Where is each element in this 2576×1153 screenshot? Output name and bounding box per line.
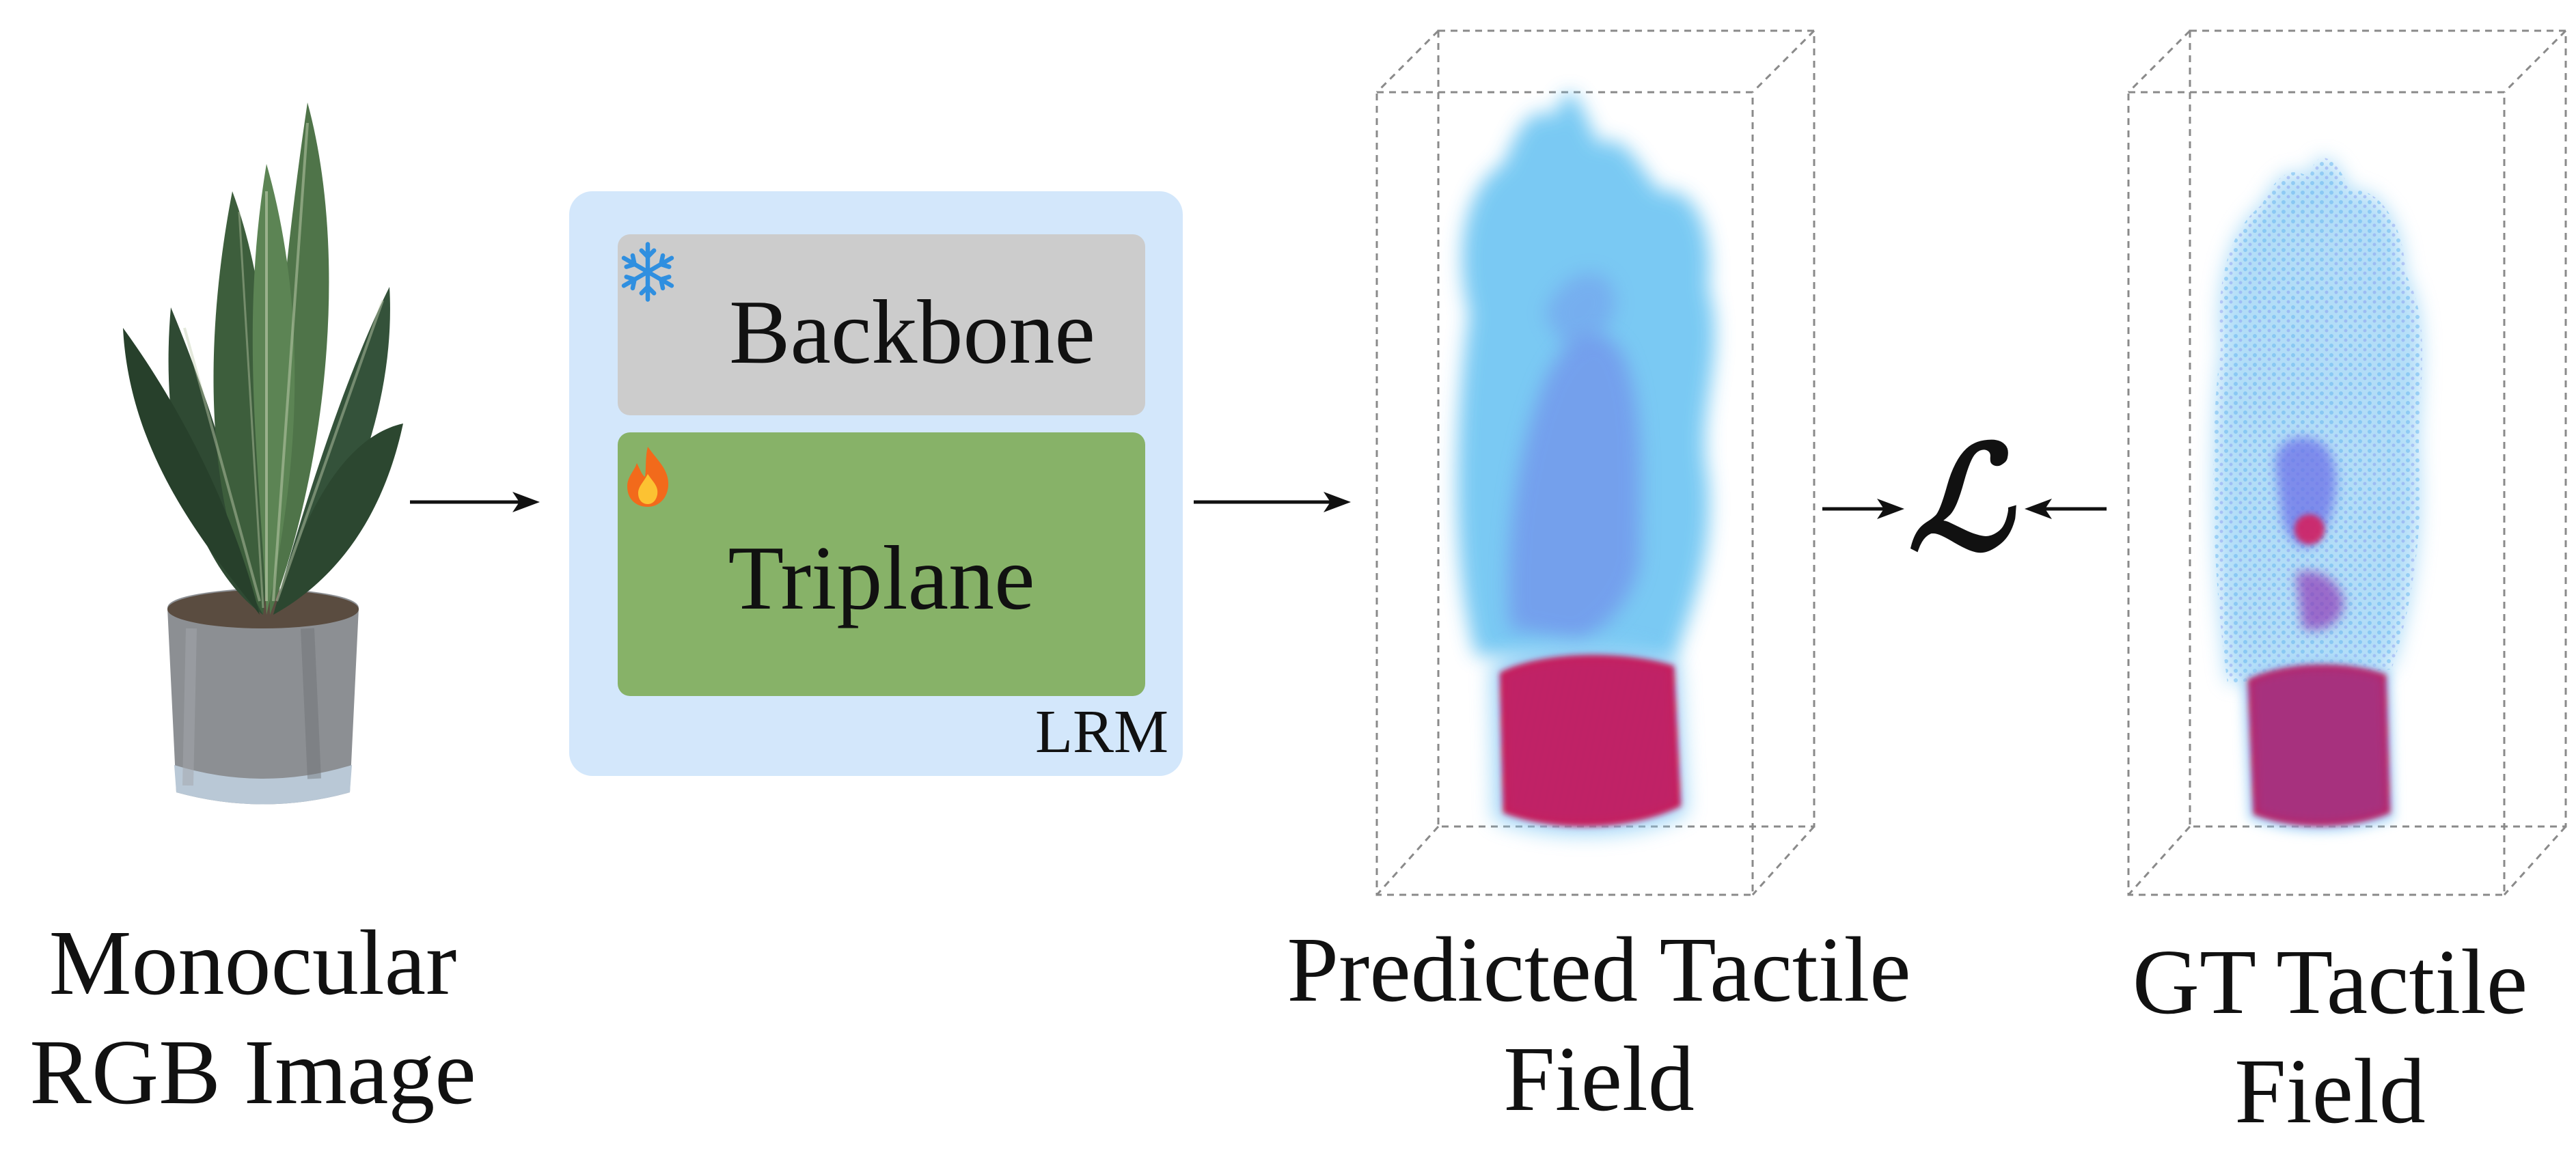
gt-tactile-field: [2127, 29, 2567, 896]
predicted-tactile-field: [1375, 29, 1815, 896]
arrow-prediction-to-loss: [1822, 499, 1904, 519]
gt-caption-line1: GT Tactile: [2132, 931, 2528, 1033]
predicted-caption-line1: Predicted Tactile: [1287, 919, 1911, 1021]
backbone-label: Backbone: [729, 281, 1095, 383]
arrow-input-to-lrm: [410, 492, 540, 512]
leaves: [123, 102, 403, 615]
gt-foliage-cloud: [2213, 158, 2422, 683]
input-caption-line2: RGB Image: [29, 1021, 476, 1124]
triplane-label: Triplane: [728, 527, 1035, 628]
bounding-box: [2127, 29, 2567, 896]
lrm-label: LRM: [1034, 698, 1168, 766]
arrow-gt-to-loss: [2025, 499, 2107, 519]
backbone-block: Backbone: [618, 234, 1145, 415]
arrow-lrm-to-prediction: [1194, 492, 1351, 512]
gt-pot-field: [2241, 658, 2395, 833]
gt-caption-line2: Field: [2234, 1040, 2426, 1143]
predicted-pot-field: [1490, 641, 1688, 836]
fire-icon: [627, 447, 669, 507]
predicted-caption: Predicted Tactile Field: [1257, 915, 1941, 1134]
pot: [167, 587, 359, 805]
snowflake-icon: [621, 242, 674, 302]
predicted-foliage-cloud: [1457, 92, 1715, 663]
gt-caption: GT Tactile Field: [2091, 928, 2569, 1146]
input-caption: Monocular RGB Image: [0, 908, 506, 1127]
predicted-caption-line2: Field: [1503, 1028, 1695, 1130]
plant-image: [123, 102, 403, 805]
input-caption-line1: Monocular: [49, 912, 457, 1014]
loss-symbol: ℒ: [1908, 414, 2012, 583]
triplane-block: Triplane: [618, 432, 1145, 696]
